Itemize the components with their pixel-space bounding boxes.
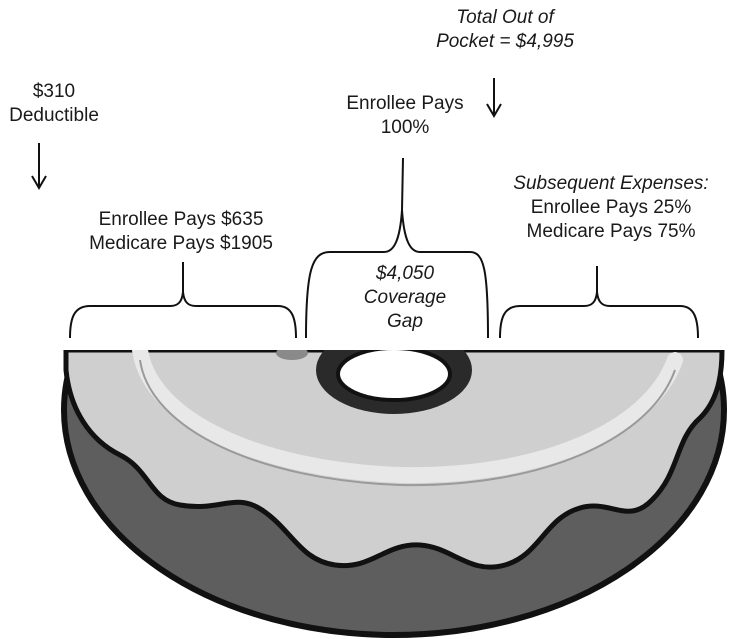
initial-coverage-label: Enrollee Pays $635 Medicare Pays $1905 (56, 208, 306, 256)
catastrophic-heading: Subsequent Expenses: (513, 173, 709, 194)
coverage-gap-amount: $4,050 (375, 263, 435, 284)
initial-coverage-medicare: Medicare Pays $1905 (89, 233, 273, 254)
catastrophic-label: Subsequent Expenses: Enrollee Pays 25% M… (478, 172, 744, 244)
icing-highlight (132, 350, 683, 484)
deductible-title: Deductible (9, 105, 99, 126)
coverage-gap-label: $4,050 Coverage Gap (330, 262, 480, 334)
coverage-gap-share-line2: 100% (380, 117, 430, 138)
coverage-gap-title-2: Gap (387, 311, 423, 332)
catastrophic-medicare: Medicare Pays 75% (526, 221, 696, 242)
deductible-label: $310 Deductible (4, 80, 104, 128)
coverage-gap-share-label: Enrollee Pays 100% (305, 92, 505, 140)
donut-icing (63, 350, 725, 570)
sprinkle (276, 350, 308, 360)
initial-coverage-enrollee: Enrollee Pays $635 (98, 209, 264, 230)
total-out-of-pocket-label: Total Out of Pocket = $4,995 (405, 6, 605, 54)
catastrophic-enrollee: Enrollee Pays 25% (530, 197, 692, 218)
deductible-amount: $310 (32, 81, 76, 102)
bracket-coverage-gap (305, 157, 489, 339)
donut-hole (336, 350, 452, 402)
total-out-of-pocket-line1: Total Out of (456, 7, 554, 28)
deductible-arrow (31, 143, 47, 190)
coverage-gap-share-line1: Enrollee Pays (346, 93, 464, 114)
bracket-catastrophic (499, 266, 699, 339)
bracket-initial-coverage (69, 262, 297, 339)
out-of-pocket-arrow (486, 78, 502, 118)
coverage-gap-title: Coverage (363, 287, 447, 308)
total-out-of-pocket-line2: Pocket = $4,995 (436, 31, 574, 52)
